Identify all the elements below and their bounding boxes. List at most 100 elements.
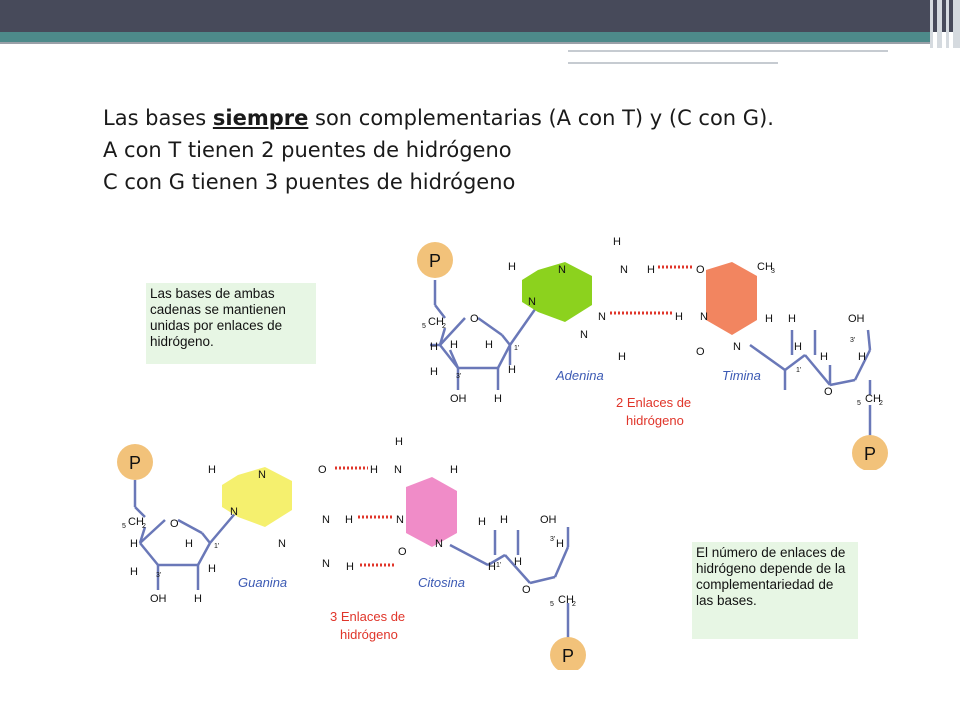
svg-text:H: H: [647, 264, 655, 276]
svg-text:2: 2: [442, 323, 446, 330]
svg-text:2: 2: [142, 523, 146, 530]
slide-deco-stripe: [937, 0, 942, 48]
svg-text:N: N: [322, 514, 330, 526]
cytosine-ring: [406, 477, 457, 547]
svg-text:H: H: [395, 436, 403, 448]
svg-text:H: H: [430, 366, 438, 378]
svg-text:5: 5: [422, 323, 426, 330]
line1-text-end: son complementarias (A con T) y (C con G…: [308, 106, 774, 130]
gc-pair-diagram: P P H N N O H N H H H N N N N H O N H CH…: [117, 436, 586, 670]
svg-text:N: N: [528, 296, 536, 308]
at-pair-diagram: P P H N H H N N N N H O CH H N O N H CH …: [417, 236, 888, 470]
slide-deco-stripe: [930, 0, 933, 48]
svg-text:3': 3': [550, 536, 555, 543]
note-left: Las bases de ambas cadenas se mantienen …: [146, 283, 316, 364]
svg-text:H: H: [794, 341, 802, 353]
svg-text:1': 1': [796, 367, 801, 374]
svg-text:N: N: [435, 538, 443, 550]
svg-text:OH: OH: [848, 313, 865, 325]
svg-text:H: H: [508, 261, 516, 273]
svg-text:H: H: [500, 514, 508, 526]
note-right: El número de enlaces de hidrógeno depend…: [692, 542, 858, 639]
svg-text:CH: CH: [128, 516, 144, 528]
svg-text:H: H: [556, 538, 564, 550]
svg-text:P: P: [562, 646, 574, 666]
svg-text:H: H: [478, 516, 486, 528]
svg-text:3': 3': [156, 572, 161, 579]
svg-text:O: O: [696, 346, 705, 358]
slide-deco-stripe: [946, 0, 949, 48]
svg-text:3': 3': [850, 337, 855, 344]
svg-text:2: 2: [572, 601, 576, 608]
svg-text:N: N: [598, 311, 606, 323]
svg-text:N: N: [580, 329, 588, 341]
slide-deco-line: [568, 50, 888, 52]
svg-text:CH: CH: [558, 594, 574, 606]
svg-text:N: N: [558, 264, 566, 276]
svg-text:O: O: [522, 584, 531, 596]
svg-text:H: H: [185, 538, 193, 550]
label-guanina: Guanina: [238, 575, 287, 590]
svg-text:H: H: [194, 593, 202, 605]
svg-text:CH: CH: [757, 261, 773, 273]
svg-text:O: O: [318, 464, 327, 476]
svg-text:H: H: [345, 514, 353, 526]
svg-text:O: O: [398, 546, 407, 558]
svg-text:2: 2: [879, 400, 883, 407]
svg-text:O: O: [696, 264, 705, 276]
svg-text:H: H: [675, 311, 683, 323]
svg-text:H: H: [208, 464, 216, 476]
thymine-ring: [706, 262, 757, 335]
slide-top-bar: [0, 0, 960, 32]
svg-text:P: P: [864, 444, 876, 464]
at-backbone-bonds: [430, 280, 872, 445]
emphasis-word: siempre: [212, 106, 309, 130]
svg-text:3: 3: [771, 268, 775, 275]
body-line-3: C con G tienen 3 puentes de hidrógeno: [103, 170, 516, 194]
svg-text:H: H: [370, 464, 378, 476]
svg-text:H: H: [508, 364, 516, 376]
at-bonds-label-2: hidrógeno: [626, 413, 684, 428]
gc-bonds-label-1: 3 Enlaces de: [330, 609, 405, 624]
phosphate-top-left: [417, 242, 453, 278]
guanine-ring: [238, 467, 292, 527]
svg-text:H: H: [858, 351, 866, 363]
svg-text:H: H: [765, 313, 773, 325]
svg-text:1': 1': [514, 345, 519, 352]
svg-text:H: H: [450, 339, 458, 351]
svg-text:H: H: [488, 561, 496, 573]
svg-text:P: P: [429, 251, 441, 271]
svg-text:N: N: [620, 264, 628, 276]
svg-text:OH: OH: [150, 593, 167, 605]
svg-text:H: H: [613, 236, 621, 248]
svg-text:5: 5: [122, 523, 126, 530]
svg-text:N: N: [394, 464, 402, 476]
at-bonds-label-1: 2 Enlaces de: [616, 395, 691, 410]
svg-text:H: H: [494, 393, 502, 405]
svg-text:H: H: [346, 561, 354, 573]
body-line-2: A con T tienen 2 puentes de hidrógeno: [103, 138, 512, 162]
svg-text:N: N: [258, 469, 266, 481]
svg-text:H: H: [788, 313, 796, 325]
phosphate-bottom-right: [852, 435, 888, 470]
svg-text:H: H: [450, 464, 458, 476]
svg-text:H: H: [130, 566, 138, 578]
line1-text: Las bases: [103, 106, 213, 130]
svg-text:O: O: [470, 313, 479, 325]
label-citosina: Citosina: [418, 575, 465, 590]
label-adenina: Adenina: [555, 368, 604, 383]
at-hydrogen-bonds: [610, 265, 692, 315]
slide-deco-stripe: [953, 0, 960, 48]
slide-deco-line: [568, 62, 778, 64]
svg-text:CH: CH: [865, 393, 881, 405]
body-line-1: Las bases siempre son complementarias (A…: [103, 102, 774, 134]
svg-text:OH: OH: [450, 393, 467, 405]
svg-text:N: N: [733, 341, 741, 353]
svg-text:N: N: [396, 514, 404, 526]
slide-divider: [0, 42, 930, 44]
phosphate-gc-left: [117, 444, 153, 480]
svg-text:1': 1': [214, 543, 219, 550]
svg-text:3': 3': [456, 373, 461, 380]
svg-text:H: H: [130, 538, 138, 550]
gc-bonds-label-2: hidrógeno: [340, 627, 398, 642]
